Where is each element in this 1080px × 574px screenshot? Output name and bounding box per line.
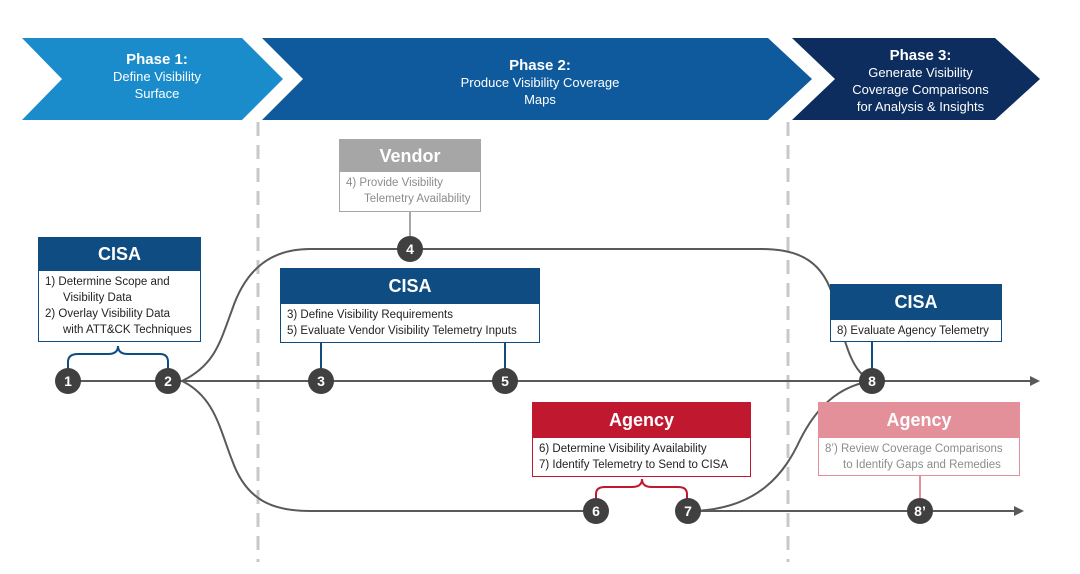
phase-1-label: Phase 1: Define Visibility Surface [82, 51, 232, 102]
vendor-box-line: Telemetry Availability [364, 193, 471, 205]
agency-box-2: Agency 8’) Review Coverage Comparisons t… [818, 402, 1020, 476]
phase-2-desc-line: Maps [524, 92, 556, 107]
vendor-box: Vendor 4) Provide Visibility Telemetry A… [339, 139, 481, 212]
agency-box-2-line: 8’) Review Coverage Comparisons [825, 443, 1003, 455]
cisa-box-3: CISA 8) Evaluate Agency Telemetry [830, 284, 1002, 342]
phase-2-label: Phase 2: Produce Visibility Coverage Map… [400, 57, 680, 108]
vendor-box-line: 4) Provide Visibility [346, 177, 443, 189]
lower-loop-path [181, 380, 596, 512]
phase-1-chevron [22, 38, 283, 120]
cisa-box-2-line: 3) Define Visibility Requirements [287, 309, 453, 321]
node-7: 7 [675, 498, 701, 524]
agency-box-2-line: to Identify Gaps and Remedies [843, 459, 1001, 471]
node-8-prime: 8’ [907, 498, 933, 524]
phase-2-desc-line: Produce Visibility Coverage [460, 75, 620, 90]
phase-2-chevron [262, 38, 812, 120]
cisa-box-2: CISA 3) Define Visibility Requirements 5… [280, 268, 540, 343]
node-5: 5 [492, 368, 518, 394]
agency-box-1-title: Agency [533, 403, 750, 438]
cisa-box-1-line: Visibility Data [63, 292, 132, 304]
agency-box-1-line: 7) Identify Telemetry to Send to CISA [539, 459, 728, 471]
agency-box-2-title: Agency [819, 403, 1019, 438]
phase-1-desc-line: Surface [134, 86, 180, 101]
cisa-box-1-title: CISA [39, 238, 200, 271]
cisa-box-2-title: CISA [281, 269, 539, 304]
phase-3-desc-line: Coverage Comparisons [852, 82, 989, 97]
node-4: 4 [397, 236, 423, 262]
node-3: 3 [308, 368, 334, 394]
phase-3-desc-line: Generate Visibility [868, 65, 973, 80]
phase-3-label: Phase 3: Generate Visibility Coverage Co… [838, 47, 1003, 115]
agency-box-1: Agency 6) Determine Visibility Availabil… [532, 402, 751, 477]
cisa-box-3-line: 8) Evaluate Agency Telemetry [837, 325, 989, 337]
node-8: 8 [859, 368, 885, 394]
phase-3-chevron [792, 38, 1040, 120]
cisa-box-1: CISA 1) Determine Scope and Visibility D… [38, 237, 201, 342]
phase-1-title: Phase 1: [126, 51, 188, 68]
phase-3-title: Phase 3: [889, 47, 952, 64]
cisa-box-3-title: CISA [831, 285, 1001, 320]
agency-brace [595, 478, 688, 500]
phase-3-desc-line: for Analysis & Insights [856, 99, 985, 114]
agency-box-1-line: 6) Determine Visibility Availability [539, 443, 707, 455]
node-6: 6 [583, 498, 609, 524]
cisa-box-1-line: 1) Determine Scope and [45, 276, 170, 288]
cisa-box-1-line: 2) Overlay Visibility Data [45, 308, 171, 320]
phase-1-desc-line: Define Visibility [113, 69, 201, 84]
cisa-1-brace [67, 345, 169, 370]
agency-to-cisa-path [687, 380, 873, 512]
vendor-box-title: Vendor [340, 140, 480, 172]
node-2: 2 [155, 368, 181, 394]
phase-2-title: Phase 2: [509, 57, 571, 74]
cisa-box-2-line: 5) Evaluate Vendor Visibility Telemetry … [287, 325, 517, 337]
node-1: 1 [55, 368, 81, 394]
cisa-box-1-line: with ATT&CK Techniques [63, 324, 192, 336]
